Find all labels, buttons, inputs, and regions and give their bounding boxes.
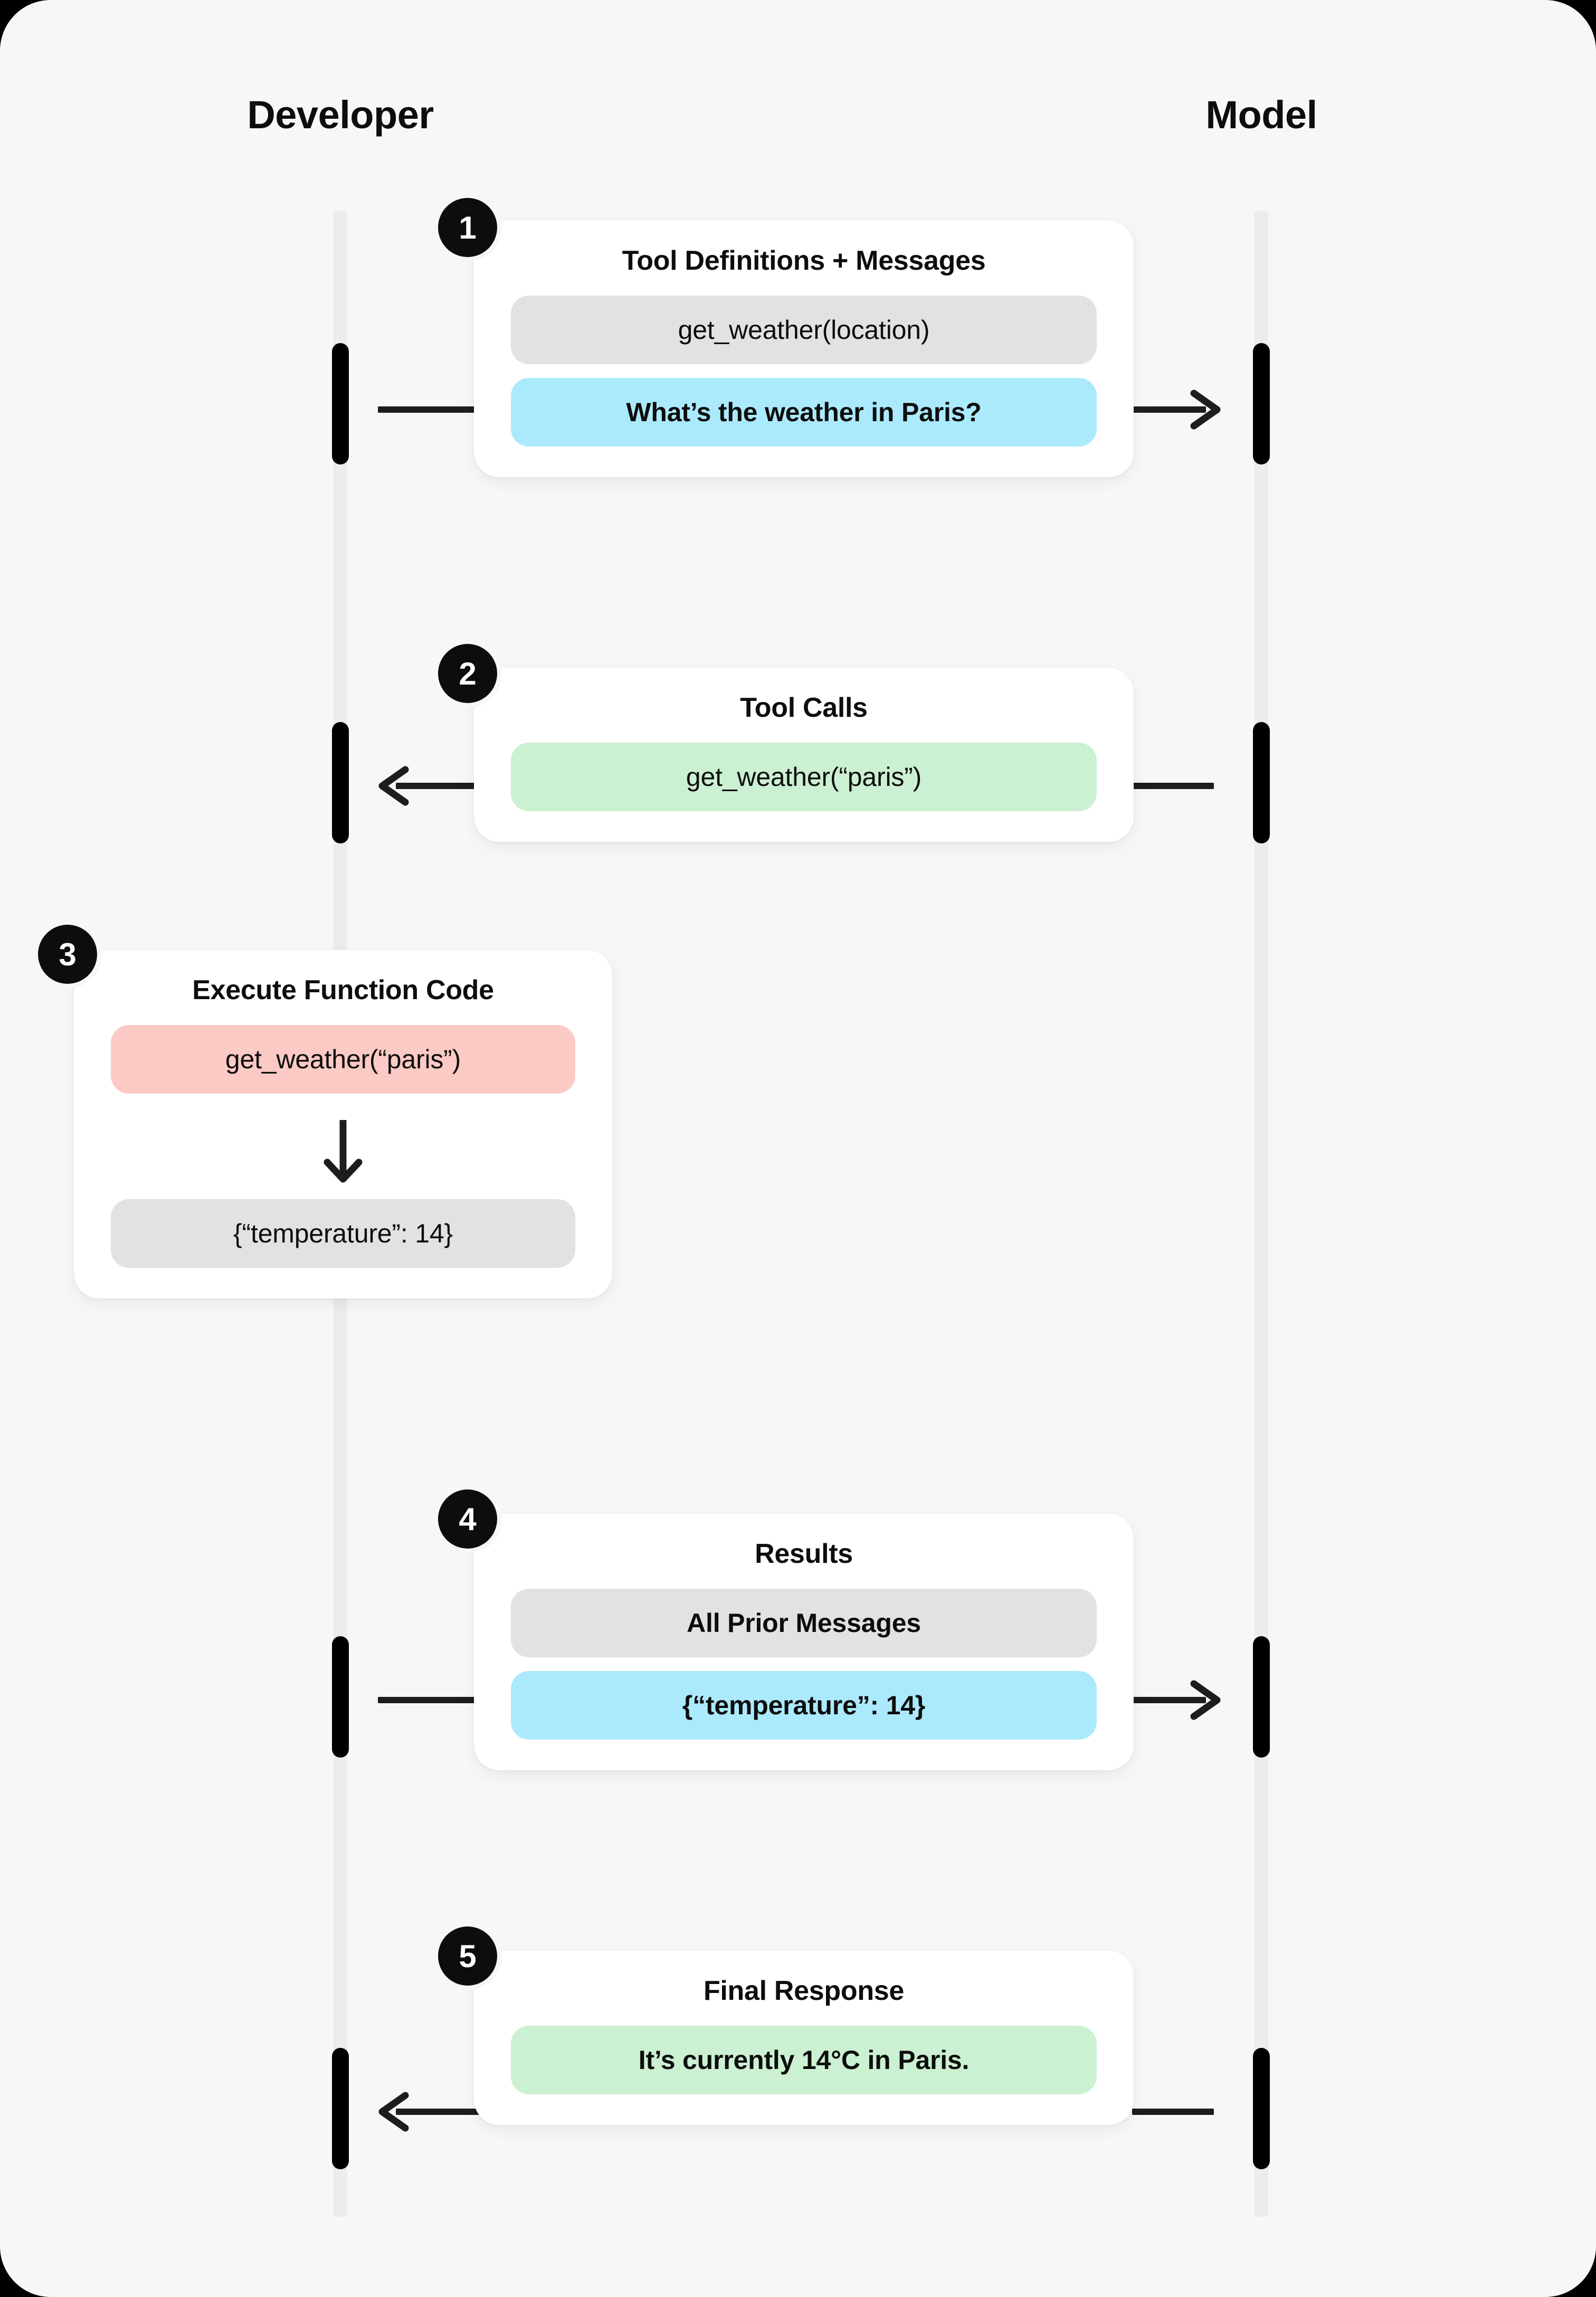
activation-bar-developer-step2: [332, 722, 349, 843]
step-card-5-title: Final Response: [703, 1976, 905, 2006]
step-card-3-pill-2: {“temperature”: 14}: [111, 1199, 575, 1268]
step-card-3: Execute Function Code get_weather(“paris…: [74, 950, 612, 1298]
step-card-1: Tool Definitions + Messages get_weather(…: [474, 221, 1134, 477]
step-badge-3: 3: [38, 925, 97, 984]
step-card-2: Tool Calls get_weather(“paris”): [474, 668, 1134, 842]
lane-header-model: Model: [1205, 93, 1317, 137]
step-badge-2: 2: [438, 644, 497, 703]
step-card-4: Results All Prior Messages {“temperature…: [474, 1514, 1134, 1770]
connector-line-step4-left: [378, 1697, 483, 1703]
step-card-1-pill-2: What’s the weather in Paris?: [511, 378, 1097, 447]
arrow-right-icon: [1186, 1677, 1223, 1723]
lane-header-developer: Developer: [247, 93, 434, 137]
lifeline-model: [1255, 211, 1268, 2217]
arrow-down-icon: [323, 1117, 363, 1185]
arrow-left-icon: [376, 2089, 413, 2134]
step-card-3-title: Execute Function Code: [192, 975, 494, 1005]
step-card-2-pill-1: get_weather(“paris”): [511, 743, 1097, 811]
step-card-3-pill-1: get_weather(“paris”): [111, 1025, 575, 1094]
arrow-right-icon: [1186, 387, 1223, 432]
connector-line-step5-left: [396, 2109, 486, 2115]
step-card-5-pill-1: It’s currently 14°C in Paris.: [511, 2026, 1097, 2094]
step-card-2-title: Tool Calls: [740, 692, 868, 723]
activation-bar-developer-step4: [332, 1636, 349, 1758]
step-card-1-pill-1: get_weather(location): [511, 296, 1097, 364]
connector-line-step4-right: [1132, 1697, 1206, 1703]
connector-line-step2-left: [396, 783, 486, 789]
activation-bar-model-step4: [1253, 1636, 1270, 1758]
step-card-4-pill-2: {“temperature”: 14}: [511, 1671, 1097, 1740]
step-badge-5: 5: [438, 1926, 497, 1986]
activation-bar-developer-step5: [332, 2048, 349, 2169]
activation-bar-developer-step1: [332, 343, 349, 464]
connector-line-step2-right: [1132, 783, 1214, 789]
activation-bar-model-step5: [1253, 2048, 1270, 2169]
step-badge-1: 1: [438, 198, 497, 257]
connector-line-step1-right: [1132, 406, 1206, 413]
step-badge-4: 4: [438, 1489, 497, 1549]
arrow-left-icon: [376, 763, 413, 809]
step-card-1-title: Tool Definitions + Messages: [622, 245, 986, 276]
step-card-4-title: Results: [755, 1539, 853, 1569]
connector-line-step1-left: [378, 406, 483, 413]
step-card-5: Final Response It’s currently 14°C in Pa…: [474, 1951, 1134, 2125]
activation-bar-model-step2: [1253, 722, 1270, 843]
step-card-4-pill-1: All Prior Messages: [511, 1589, 1097, 1657]
connector-line-step5-right: [1132, 2109, 1214, 2115]
activation-bar-model-step1: [1253, 343, 1270, 464]
